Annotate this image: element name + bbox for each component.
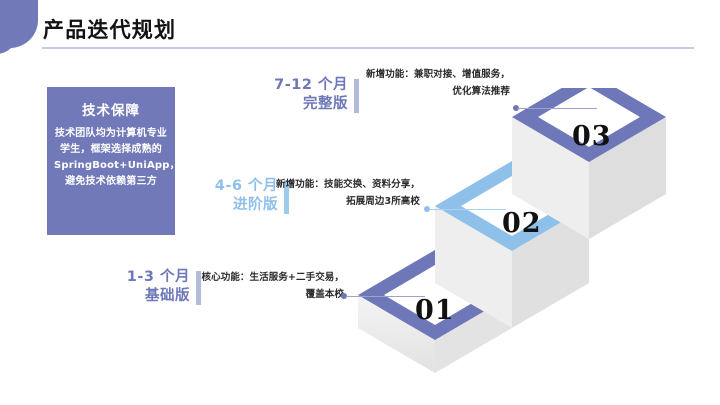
connector-line-02 bbox=[429, 208, 506, 210]
phase-version-01: 基础版 bbox=[145, 288, 190, 304]
step-number-02: 02 bbox=[502, 208, 542, 239]
phase-accent-bar-01 bbox=[196, 271, 201, 305]
connector-dot-01 bbox=[341, 293, 347, 299]
connector-line-03 bbox=[518, 107, 597, 109]
phase-label-01: 1-3 个月 基础版 bbox=[80, 268, 201, 306]
phase-duration-02: 4-6 个月 bbox=[214, 178, 278, 194]
phase-duration-01: 1-3 个月 bbox=[126, 269, 190, 285]
connector-line-01 bbox=[346, 295, 425, 297]
isometric-staircase bbox=[340, 88, 720, 388]
tech-guarantee-card: 技术保障 技术团队均为计算机专业学生，框架选择成熟的SpringBoot+Uni… bbox=[47, 87, 180, 235]
step-number-03: 03 bbox=[572, 121, 612, 152]
phase-description-03: 新增功能：兼职对接、增值服务，优化算法推荐 bbox=[365, 69, 510, 97]
step-number-01: 01 bbox=[415, 295, 455, 326]
phase-label-03: 7-12 个月 完整版 bbox=[238, 76, 359, 114]
connector-03 bbox=[513, 104, 597, 112]
page-title: 产品迭代规划 bbox=[43, 18, 177, 42]
phase-version-02: 进阶版 bbox=[233, 197, 278, 213]
connector-dot-02 bbox=[424, 206, 430, 212]
connector-02 bbox=[424, 205, 506, 213]
connector-dot-03 bbox=[513, 105, 519, 111]
phase-label-02: 4-6 个月 进阶版 bbox=[168, 177, 289, 215]
connector-01 bbox=[341, 292, 425, 300]
phase-description-02: 新增功能：技能交换、资料分享，拓展周边3所高校 bbox=[275, 179, 420, 207]
tech-guarantee-body: 技术团队均为计算机专业学生，框架选择成熟的SpringBoot+UniApp，避… bbox=[54, 128, 180, 187]
tech-guarantee-title: 技术保障 bbox=[82, 103, 140, 119]
phase-accent-bar-02 bbox=[284, 180, 289, 214]
phase-version-03: 完整版 bbox=[303, 96, 348, 112]
phase-description-01: 核心功能：生活服务+二手交易，覆盖本校 bbox=[201, 272, 344, 300]
decorative-blob-secondary-icon bbox=[0, 14, 18, 54]
phase-duration-03: 7-12 个月 bbox=[274, 77, 348, 93]
phase-accent-bar-03 bbox=[354, 79, 359, 113]
title-divider bbox=[42, 47, 694, 49]
